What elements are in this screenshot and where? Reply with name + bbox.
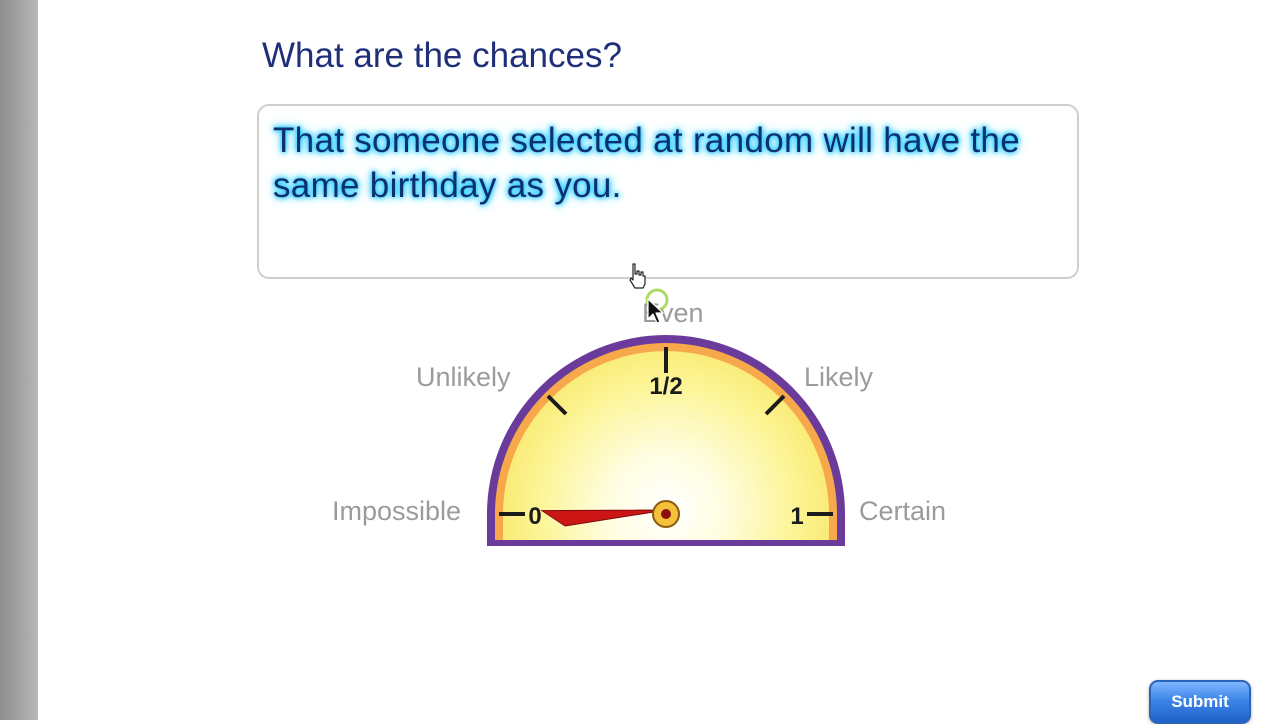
gauge-face: [503, 351, 829, 540]
label-unlikely: Unlikely: [416, 362, 511, 392]
label-impossible: Impossible: [332, 496, 462, 526]
question-panel: That someone selected at random will hav…: [257, 104, 1079, 279]
tick-label-half: 1/2: [649, 373, 682, 400]
tick-quarter: [546, 394, 568, 416]
probability-gauge[interactable]: 0 1/2 1: [470, 320, 862, 552]
tick-label-one: 1: [790, 503, 803, 530]
needle-hub-center: [661, 509, 671, 519]
gauge-base: [487, 540, 845, 546]
gauge-needle[interactable]: [540, 503, 667, 532]
label-certain: Certain: [859, 496, 947, 526]
question-text: That someone selected at random will hav…: [273, 121, 1020, 205]
hand-pointer-icon: [629, 263, 646, 289]
label-likely: Likely: [804, 362, 874, 392]
tick-label-zero: 0: [528, 503, 541, 530]
left-sidebar-rail: [0, 0, 38, 720]
submit-button[interactable]: Submit: [1149, 680, 1251, 724]
tick-three-quarter: [764, 394, 786, 416]
page-title: What are the chances?: [262, 36, 622, 75]
arrow-cursor-icon: [645, 288, 669, 324]
